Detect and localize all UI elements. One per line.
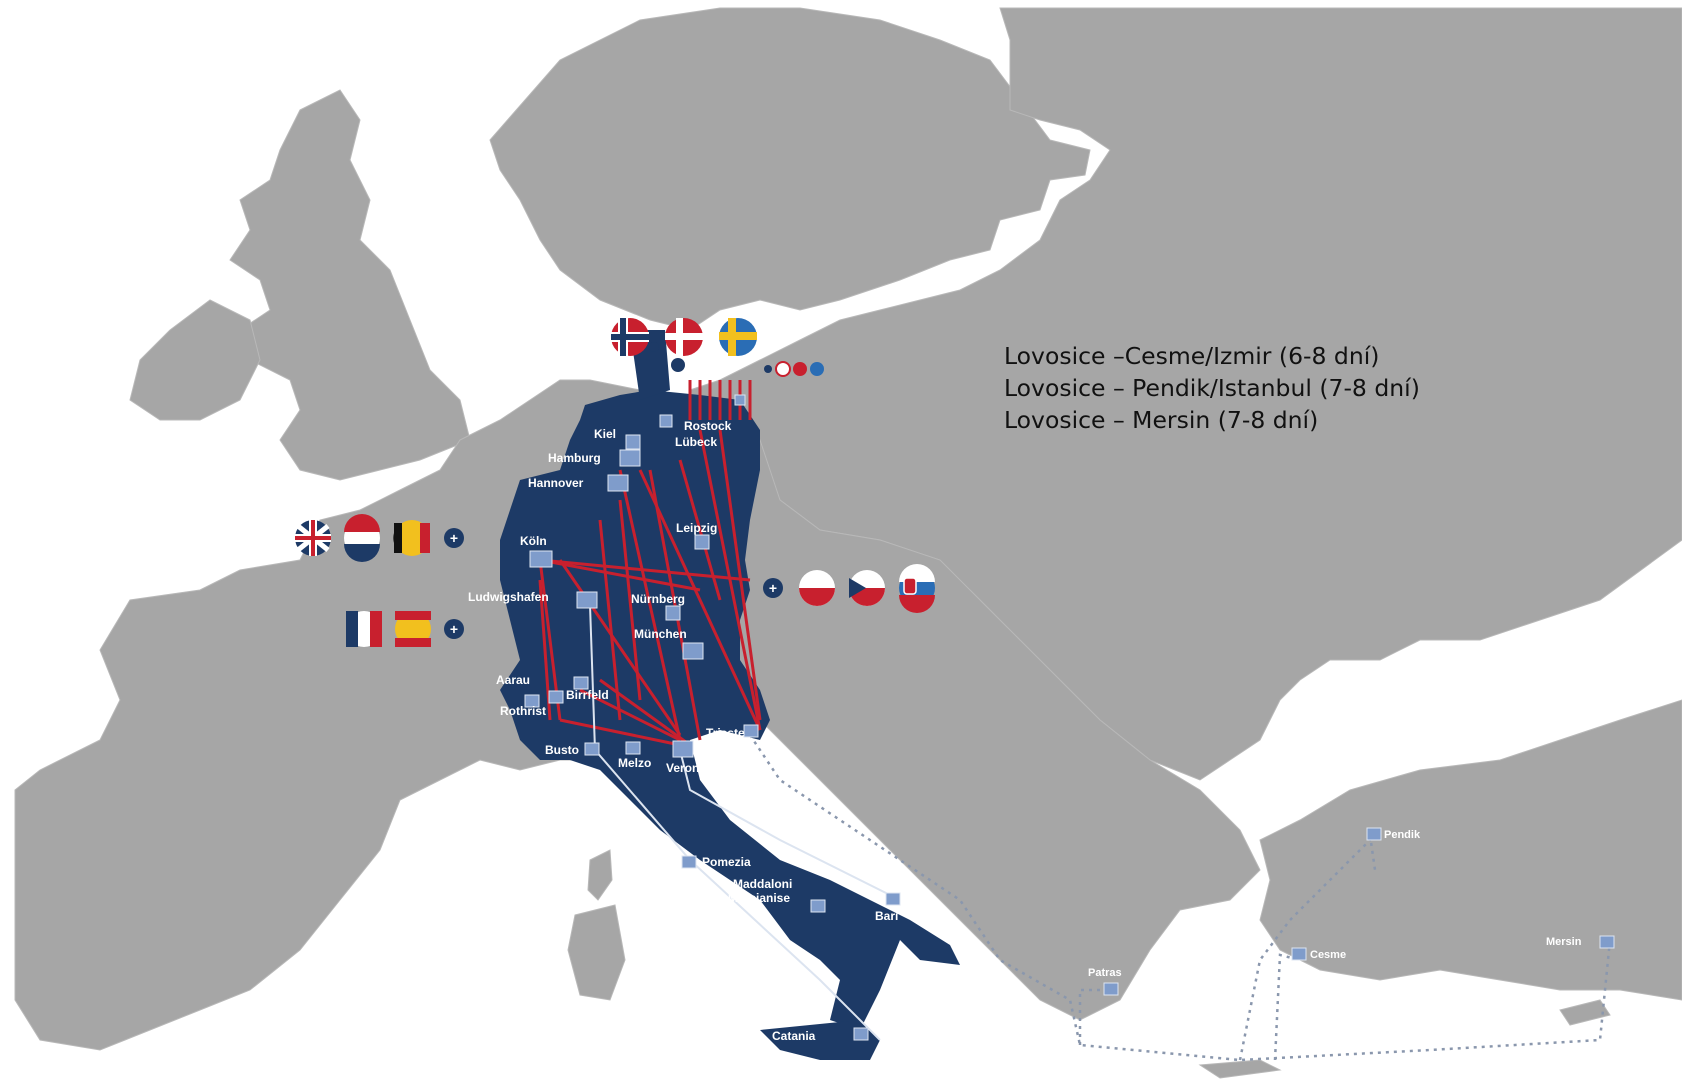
route-pendik-istanbul: Lovosice – Pendik/Istanbul (7-8 dní): [1004, 374, 1420, 402]
label-lubeck: Lübeck: [675, 435, 717, 449]
label-catania: Catania: [772, 1029, 816, 1043]
label-rostock: Rostock: [684, 419, 732, 433]
label-verona: Verona: [666, 761, 706, 775]
france-flag-icon: [346, 611, 382, 647]
plus-icon: [649, 342, 659, 352]
label-hamburg: Hamburg: [548, 451, 601, 465]
label-cesme: Cesme: [1310, 949, 1346, 961]
uk-flag-icon: [295, 520, 331, 556]
plus-icon: [444, 528, 464, 548]
label-aarau: Aarau: [496, 673, 530, 687]
label-kiel: Kiel: [594, 427, 616, 441]
flags-southwest: +: [346, 611, 464, 647]
flags-nordic: [611, 318, 757, 372]
plus-icon: [763, 578, 783, 598]
flags-west: +: [295, 514, 464, 562]
svg-text:+: +: [769, 580, 777, 596]
netherlands-flag-icon: [344, 514, 380, 562]
flags-central: +: [763, 564, 935, 613]
poland-flag-icon: [799, 570, 835, 606]
terminals: [524, 394, 1615, 1041]
svg-text:+: +: [450, 530, 458, 546]
label-pomezia: Pomezia: [702, 855, 751, 869]
terminal-labels: Kiel Lübeck Rostock Hamburg Hannover Lei…: [468, 419, 1582, 1043]
label-trieste: Trieste: [706, 726, 745, 740]
label-maddaloni: Maddaloni: [733, 877, 792, 891]
flags-small-east: [764, 361, 824, 377]
norway-flag-icon: [611, 318, 649, 356]
denmark-flag-icon: [665, 318, 703, 356]
slovakia-flag-icon: [899, 564, 935, 613]
label-hannover: Hannover: [528, 476, 584, 490]
label-munchen: München: [634, 627, 687, 641]
spain-flag-icon: [395, 611, 431, 647]
czech-flag-icon: [849, 570, 885, 606]
label-mersin: Mersin: [1546, 936, 1582, 948]
plus-icon: [444, 619, 464, 639]
label-busto: Busto: [545, 743, 579, 757]
label-leipzig: Leipzig: [676, 521, 717, 535]
label-bari: Bari: [875, 909, 898, 923]
label-marcianise: Marcianise: [728, 891, 790, 905]
svg-text:+: +: [450, 621, 458, 637]
label-patras: Patras: [1088, 967, 1122, 979]
label-nurnberg: Nürnberg: [631, 592, 685, 606]
label-koln: Köln: [520, 534, 547, 548]
route-mersin: Lovosice – Mersin (7-8 dní): [1004, 406, 1319, 434]
route-info: Lovosice –Cesme/Izmir (6-8 dní) Lovosice…: [1004, 340, 1420, 436]
sweden-flag-icon: [719, 318, 757, 356]
label-ludwigshafen: Ludwigshafen: [468, 590, 549, 604]
plus-icon: [671, 358, 685, 372]
belgium-flag-icon: [393, 520, 430, 556]
label-pendik: Pendik: [1384, 829, 1421, 841]
route-cesme-izmir: Lovosice –Cesme/Izmir (6-8 dní): [1004, 342, 1380, 370]
label-rothrist: Rothrist: [500, 704, 546, 718]
label-birrfeld: Birrfeld: [566, 688, 609, 702]
label-melzo: Melzo: [618, 756, 651, 770]
